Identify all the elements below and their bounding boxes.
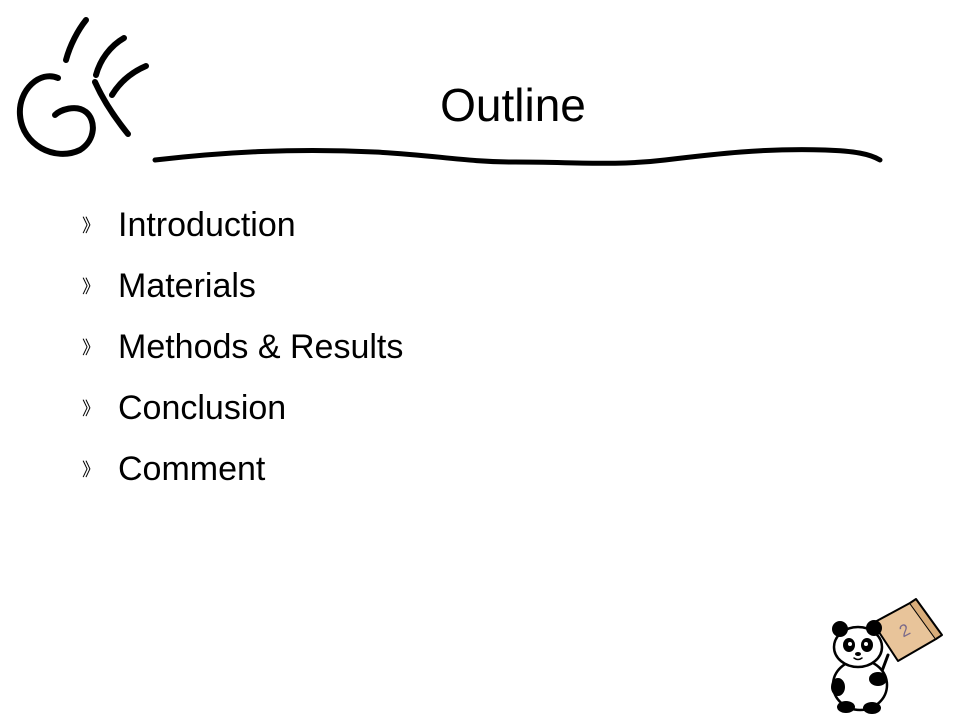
list-item-label: Methods & Results	[118, 328, 404, 366]
list-item: 》 Conclusion	[82, 378, 403, 439]
hand-drawn-g-logo-icon	[16, 17, 149, 157]
list-item-label: Materials	[118, 267, 256, 305]
list-item: 》 Materials	[82, 256, 403, 317]
list-item: 》 Comment	[82, 439, 403, 500]
list-item: 》 Methods & Results	[82, 317, 403, 378]
bullet-marker: 》	[82, 276, 100, 297]
panda-holding-sign-icon	[831, 598, 943, 714]
list-item-label: Comment	[118, 450, 266, 488]
bullet-marker: 》	[82, 337, 100, 358]
list-item-label: Introduction	[118, 206, 296, 244]
list-item-label: Conclusion	[118, 389, 287, 427]
title-underline	[152, 147, 883, 166]
slide-title: Outline	[440, 79, 586, 131]
bullet-marker: 》	[82, 398, 100, 419]
bullet-marker: 》	[82, 215, 100, 236]
outline-list: 》 Introduction 》 Materials 》 Methods & R…	[82, 195, 403, 500]
bullet-marker: 》	[82, 459, 100, 480]
list-item: 》 Introduction	[82, 195, 403, 256]
